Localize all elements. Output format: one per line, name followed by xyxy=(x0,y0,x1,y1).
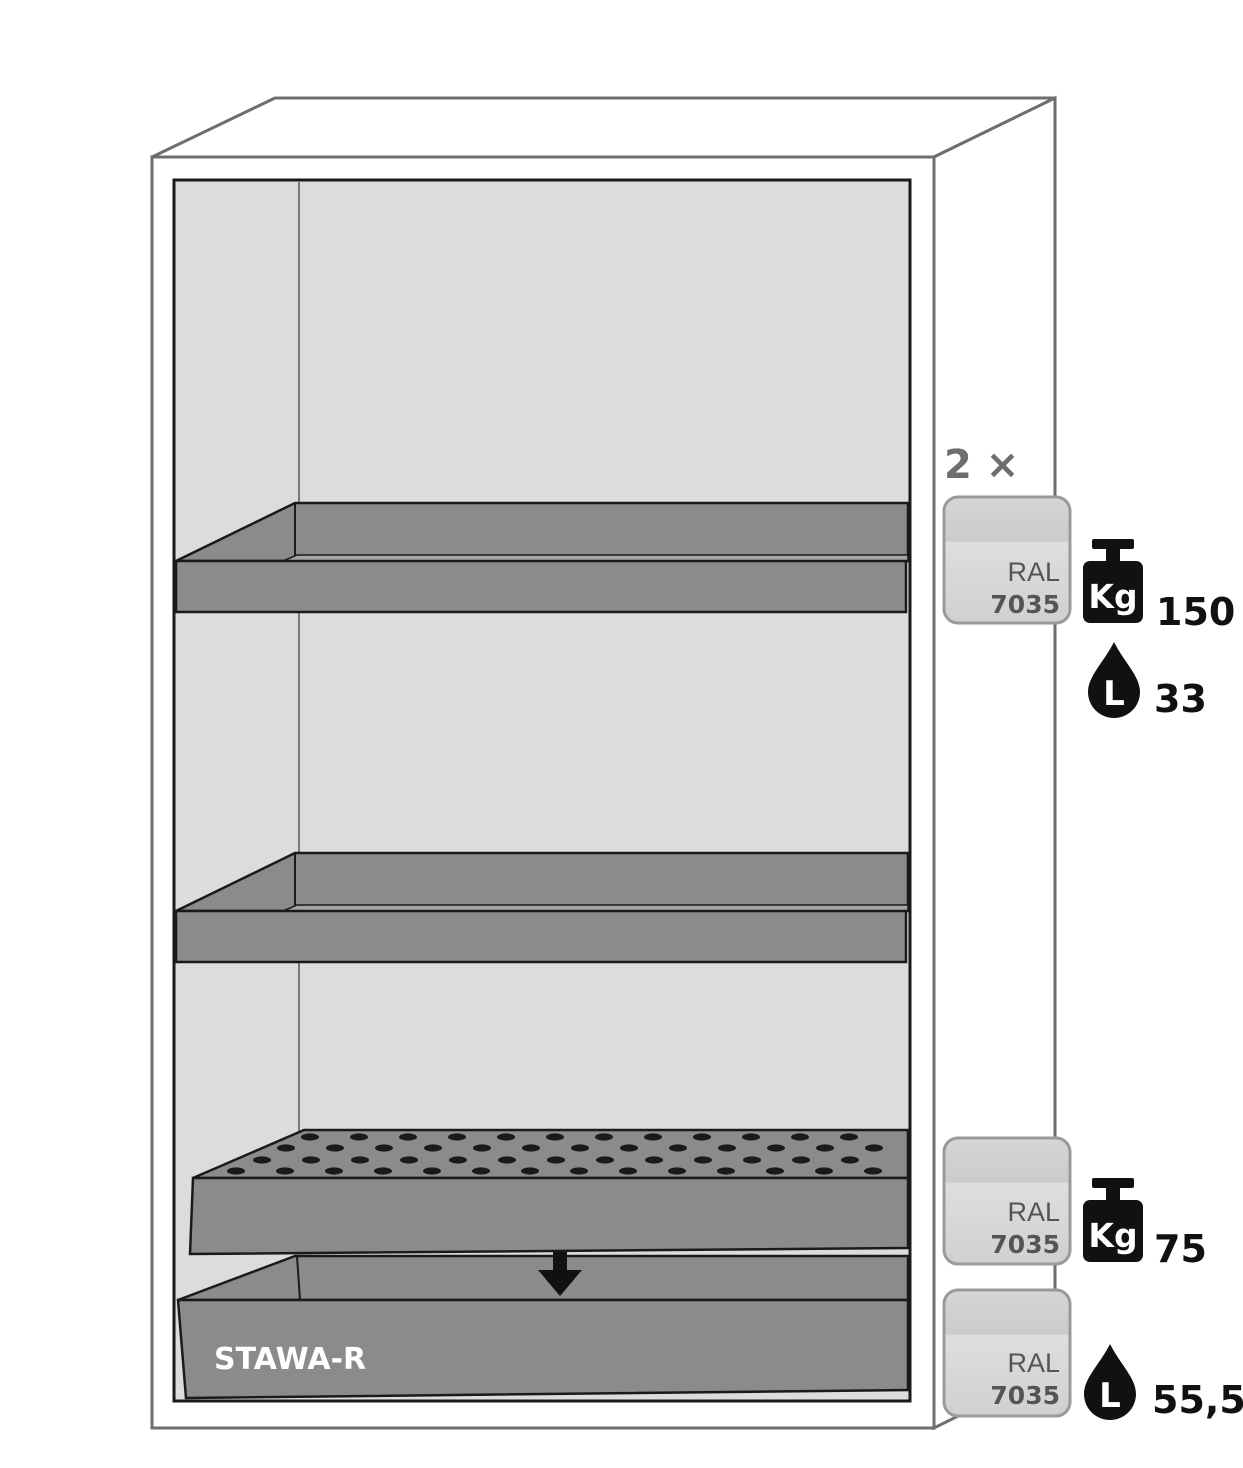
perforation-hole xyxy=(644,1133,662,1141)
chip-code-text: 7035 xyxy=(990,590,1060,619)
perforation-hole xyxy=(325,1167,343,1175)
sump-tray: STAWA-R xyxy=(176,1254,910,1400)
perforation-hole xyxy=(350,1133,368,1141)
perforation-hole xyxy=(276,1167,294,1175)
perforation-hole xyxy=(693,1133,711,1141)
perforation-hole xyxy=(522,1144,540,1152)
color-chip-upper: RAL 7035 xyxy=(942,495,1072,625)
perforation-hole xyxy=(547,1156,565,1164)
weight-icon: Kg xyxy=(1083,1178,1143,1262)
perforation-hole xyxy=(865,1144,883,1152)
perforation-hole xyxy=(302,1156,320,1164)
perforation-hole xyxy=(668,1167,686,1175)
perforation-hole xyxy=(669,1144,687,1152)
perforation-hole xyxy=(301,1133,319,1141)
perforation-hole xyxy=(864,1167,882,1175)
perforation-hole xyxy=(497,1133,515,1141)
perforation-hole xyxy=(424,1144,442,1152)
perforated-insert xyxy=(188,1128,910,1256)
perforation-hole xyxy=(521,1167,539,1175)
perforation-hole xyxy=(277,1144,295,1152)
shelf-middle xyxy=(174,851,910,964)
color-chip-sump: RAL 7035 xyxy=(942,1288,1072,1418)
weight-unit-text: Kg xyxy=(1088,1216,1137,1255)
perforation-hole xyxy=(448,1133,466,1141)
perforation-hole xyxy=(400,1156,418,1164)
perforation-hole xyxy=(423,1167,441,1175)
shelf-upper xyxy=(174,501,910,614)
perforation-hole xyxy=(718,1144,736,1152)
perforation-hole xyxy=(473,1144,491,1152)
perforation-hole xyxy=(742,1133,760,1141)
insert-load-value: 75 xyxy=(1154,1227,1207,1271)
perforation-hole xyxy=(841,1156,859,1164)
perforation-hole xyxy=(791,1133,809,1141)
perforation-hole xyxy=(375,1144,393,1152)
volume-unit-text: L xyxy=(1103,674,1125,714)
perforation-hole xyxy=(570,1167,588,1175)
perforation-hole xyxy=(351,1156,369,1164)
droplet-icon: L xyxy=(1088,642,1140,718)
perforation-hole xyxy=(815,1167,833,1175)
perforation-hole xyxy=(227,1167,245,1175)
perforation-hole xyxy=(595,1133,613,1141)
droplet-icon: L xyxy=(1084,1344,1136,1420)
weight-unit-text: Kg xyxy=(1088,577,1137,616)
chip-code-text: 7035 xyxy=(990,1230,1060,1259)
perforation-hole xyxy=(472,1167,490,1175)
perforation-hole xyxy=(816,1144,834,1152)
perforation-hole xyxy=(596,1156,614,1164)
perforation-hole xyxy=(619,1167,637,1175)
perforation-hole xyxy=(767,1144,785,1152)
color-chip-insert: RAL 7035 xyxy=(942,1136,1072,1266)
weight-icon: Kg xyxy=(1083,539,1143,623)
down-arrow-icon xyxy=(538,1248,582,1296)
perforation-hole xyxy=(694,1156,712,1164)
perforation-hole xyxy=(840,1133,858,1141)
chip-ral-text: RAL xyxy=(1007,1197,1060,1227)
shelf-load-value: 150 xyxy=(1156,590,1235,634)
perforation-hole xyxy=(326,1144,344,1152)
perforation-hole xyxy=(449,1156,467,1164)
chip-ral-text: RAL xyxy=(1007,1348,1060,1378)
perforation-hole xyxy=(571,1144,589,1152)
perforation-hole xyxy=(498,1156,516,1164)
perforation-hole xyxy=(766,1167,784,1175)
volume-unit-text: L xyxy=(1099,1376,1121,1416)
perforation-hole xyxy=(792,1156,810,1164)
sump-volume-value: 55,5 xyxy=(1152,1378,1243,1422)
perforation-hole xyxy=(743,1156,761,1164)
perforation-hole xyxy=(253,1156,271,1164)
perforation-hole xyxy=(546,1133,564,1141)
tray-label: STAWA-R xyxy=(214,1342,366,1377)
multiplier-label: 2 × xyxy=(944,442,1019,488)
perforation-hole xyxy=(399,1133,417,1141)
perforation-hole xyxy=(645,1156,663,1164)
chip-ral-text: RAL xyxy=(1007,557,1060,587)
perforation-hole xyxy=(717,1167,735,1175)
shelf-volume-value: 33 xyxy=(1154,677,1207,721)
perforation-hole xyxy=(374,1167,392,1175)
chip-code-text: 7035 xyxy=(990,1381,1060,1410)
perforation-hole xyxy=(620,1144,638,1152)
